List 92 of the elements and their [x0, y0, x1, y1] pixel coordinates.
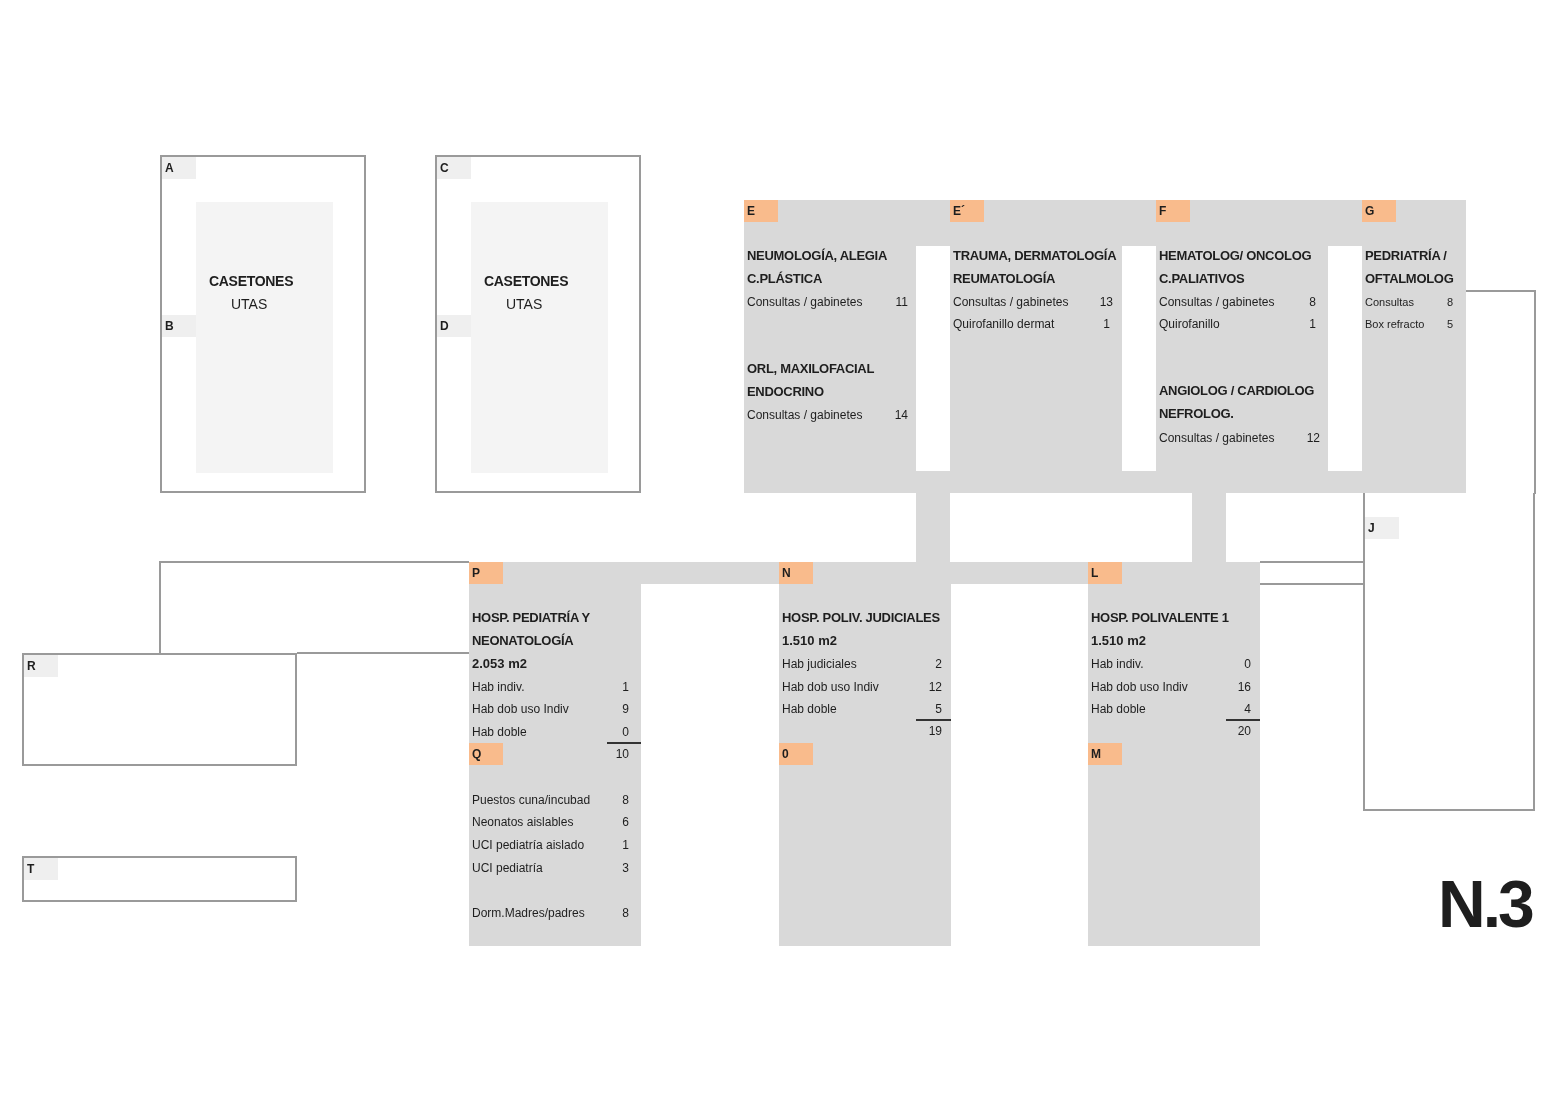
room-type: Consultas / gabinetes [1159, 294, 1275, 310]
room-count: 8 [1309, 294, 1316, 310]
zone-letter: M [1088, 743, 1122, 765]
department-title: NEUMOLOGÍA, ALEGIA C.PLÁSTICA [747, 247, 888, 288]
room-count: 11 [895, 294, 908, 310]
room-count: 0 [1244, 656, 1251, 672]
room-count: 20 [1237, 723, 1251, 739]
room-count: 9 [622, 701, 629, 717]
room-count: 13 [1099, 294, 1113, 310]
room-type: Hab indiv. [472, 679, 525, 695]
department-title: HOSP. POLIV. JUDICIALES [782, 609, 941, 627]
room-count: 6 [622, 814, 629, 830]
room-type: UCI pediatría [472, 860, 543, 876]
room-type: Hab dob uso Indiv [782, 679, 879, 695]
department-title: HEMATOLOG/ ONCOLOG C.PALIATIVOS [1159, 247, 1313, 288]
ward-column [1088, 562, 1260, 946]
room-type: Quirofanillo [1159, 316, 1220, 332]
room-count: 8 [1446, 295, 1453, 310]
room-type: Consultas / gabinetes [953, 294, 1069, 310]
room-type: Hab doble [782, 701, 837, 717]
room-count: 12 [928, 679, 942, 695]
room-type: Puestos cuna/incubad [472, 792, 591, 808]
block-title: CASETONES [209, 272, 294, 290]
room-count: 5 [1446, 317, 1453, 332]
zone-letter: Q [469, 743, 503, 765]
room-count: 12 [1306, 430, 1320, 446]
room-count: 19 [928, 723, 942, 739]
department-title: PEDRIATRÍA / OFTALMOLOG [1365, 247, 1455, 288]
room-count: 1 [1309, 316, 1316, 332]
zone-letter: N [779, 562, 813, 584]
consultation-block [744, 200, 1466, 493]
room-type: Dorm.Madres/padres [472, 905, 585, 921]
zone-letter: B [162, 315, 196, 337]
floor-area: 1.510 m2 [782, 629, 837, 652]
room-count: 8 [622, 792, 629, 808]
room-type: Hab doble [1091, 701, 1146, 717]
unit-name: UTAS [231, 295, 268, 313]
room-count: 1 [622, 837, 629, 853]
floor-area: 1.510 m2 [1091, 629, 1146, 652]
room-count: 5 [935, 701, 942, 717]
zone-letter: D [437, 315, 471, 337]
ward-column [779, 562, 951, 946]
zone-letter: L [1088, 562, 1122, 584]
room-type: Quirofanillo dermat [953, 316, 1055, 332]
room-type: Box refracto [1365, 317, 1425, 332]
room-count: 0 [622, 724, 629, 740]
zone-letter: R [24, 655, 58, 677]
room-type: UCI pediatría aislado [472, 837, 585, 853]
room-count: 16 [1237, 679, 1251, 695]
department-title: HOSP. PEDIATRÍA Y NEONATOLOGÍA [472, 609, 591, 650]
room-type: Hab dob uso Indiv [472, 701, 569, 717]
level-label: N.3 [1438, 866, 1532, 942]
department-title: TRAUMA, DERMATOLOGÍA REUMATOLOGÍA [953, 247, 1117, 288]
zone-letter: C [437, 157, 471, 179]
zone-letter: A [162, 157, 196, 179]
room-count: 4 [1244, 701, 1251, 717]
room-type: Hab indiv. [1091, 656, 1144, 672]
room-type: Hab judiciales [782, 656, 857, 672]
room-type: Hab dob uso Indiv [1091, 679, 1188, 695]
building-outline [22, 653, 297, 766]
zone-letter: P [469, 562, 503, 584]
room-type: Consultas / gabinetes [1159, 430, 1275, 446]
zone-letter: E [744, 200, 778, 222]
room-type: Hab doble [472, 724, 527, 740]
unit-name: UTAS [506, 295, 543, 313]
building-outline [160, 155, 366, 493]
department-title: HOSP. POLIVALENTE 1 [1091, 609, 1230, 627]
room-count: 1 [622, 679, 629, 695]
department-title: ANGIOLOG / CARDIOLOG NEFROLOG. [1159, 382, 1316, 423]
zone-letter: T [24, 858, 58, 880]
zone-letter: G [1362, 200, 1396, 222]
block-title: CASETONES [484, 272, 569, 290]
zone-letter: 0 [779, 743, 813, 765]
building-outline [22, 856, 297, 902]
floor-area: 2.053 m2 [472, 652, 527, 675]
ward-column [469, 562, 641, 946]
room-type: Consultas / gabinetes [747, 294, 863, 310]
room-count: 3 [622, 860, 629, 876]
room-type: Consultas [1365, 295, 1414, 310]
room-count: 14 [894, 407, 908, 423]
zone-letter: F [1156, 200, 1190, 222]
room-count: 2 [935, 656, 942, 672]
room-type: Consultas / gabinetes [747, 407, 863, 423]
room-type: Neonatos aislables [472, 814, 574, 830]
zone-letter: E´ [950, 200, 984, 222]
zone-letter: J [1365, 517, 1399, 539]
department-title: ORL, MAXILOFACIAL ENDOCRINO [747, 360, 875, 401]
room-count: 10 [615, 746, 629, 762]
room-count: 1 [1103, 316, 1110, 332]
building-outline [1363, 493, 1535, 811]
building-outline [435, 155, 641, 493]
room-count: 8 [622, 905, 629, 921]
